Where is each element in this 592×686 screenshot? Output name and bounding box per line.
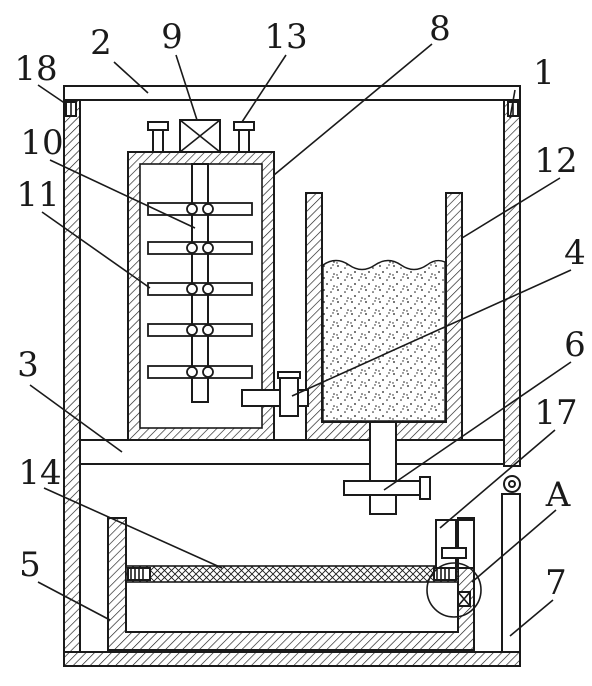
collection-tray <box>107 517 475 651</box>
side-door <box>501 475 521 653</box>
label-A: A <box>545 475 571 515</box>
label-6: 6 <box>564 325 586 365</box>
valve-upper <box>241 371 309 417</box>
material-bin <box>305 192 463 441</box>
callout-labels: 1 2 3 4 5 6 7 8 9 10 11 12 13 14 17 18 A <box>14 9 585 603</box>
label-2: 2 <box>90 23 112 63</box>
shelf-plate <box>79 439 505 465</box>
inlet-pipes <box>147 121 255 153</box>
label-8: 8 <box>429 9 451 49</box>
label-17: 17 <box>534 393 577 433</box>
label-1: 1 <box>533 53 555 93</box>
locking-mechanism <box>426 519 482 618</box>
label-9: 9 <box>161 17 183 57</box>
label-12: 12 <box>534 141 577 181</box>
label-11: 11 <box>16 175 59 215</box>
label-18: 18 <box>14 49 57 89</box>
label-13: 13 <box>264 17 307 57</box>
leader-lines <box>29 43 572 637</box>
motor <box>179 119 221 153</box>
label-5: 5 <box>19 545 41 585</box>
label-10: 10 <box>20 123 63 163</box>
label-14: 14 <box>18 453 61 493</box>
label-7: 7 <box>545 563 567 603</box>
label-3: 3 <box>17 345 39 385</box>
housing <box>63 85 521 667</box>
label-4: 4 <box>564 233 586 273</box>
stirring-blades <box>147 202 253 379</box>
filter-screen <box>125 565 459 583</box>
